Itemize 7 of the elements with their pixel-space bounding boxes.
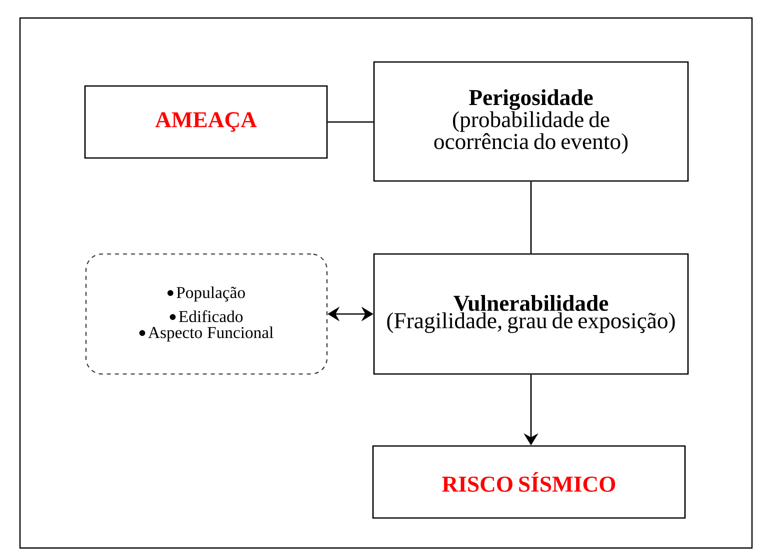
process-box: Vulnerabilidade (Fragilidade, grau de exposição) (373, 253, 689, 375)
connector-line (328, 121, 374, 123)
dashed-list-box: População Edificado Aspecto Funcional (85, 253, 328, 375)
result-box: RISCO SÍSMICO (372, 445, 686, 519)
result-box: AMEAÇA (84, 85, 328, 159)
process-box: Perigosidade (probabilidade de ocorrência do evento) (373, 61, 689, 182)
connector-line (530, 182, 532, 254)
